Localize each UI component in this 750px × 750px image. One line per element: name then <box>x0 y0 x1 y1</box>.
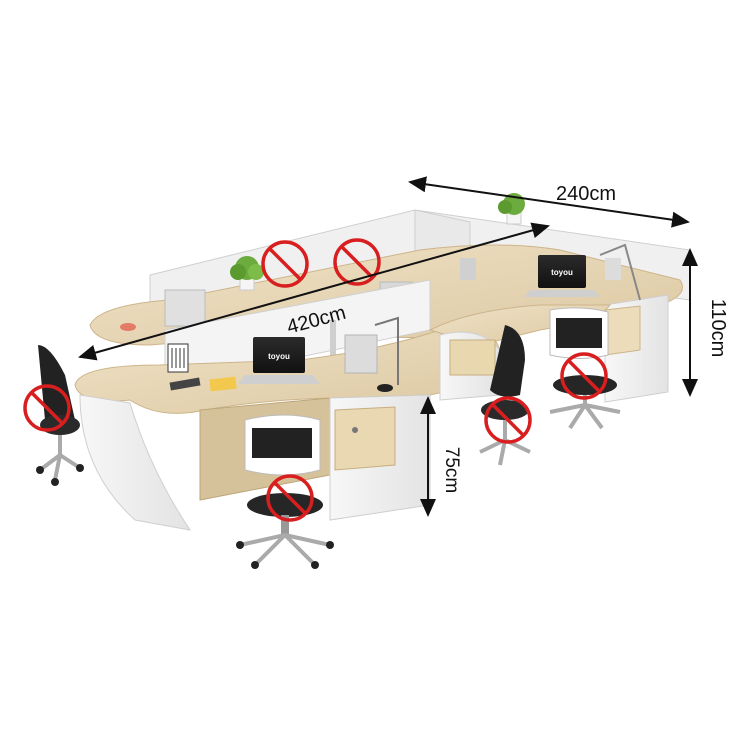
dimension-label-110: 110cm <box>707 299 729 358</box>
dimension-width: 240cm <box>408 176 690 228</box>
dimension-label-240: 240cm <box>556 183 616 205</box>
drawer-cabinet <box>329 394 431 521</box>
monitor-brand-logo: toyou <box>551 268 573 277</box>
monitor-brand-logo: toyou <box>268 352 290 361</box>
dimension-label-75: 75cm <box>441 447 462 493</box>
chair-left <box>36 345 84 486</box>
dimension-desk-height: 75cm <box>420 396 462 517</box>
dimension-panel-height: 110cm <box>682 248 729 397</box>
